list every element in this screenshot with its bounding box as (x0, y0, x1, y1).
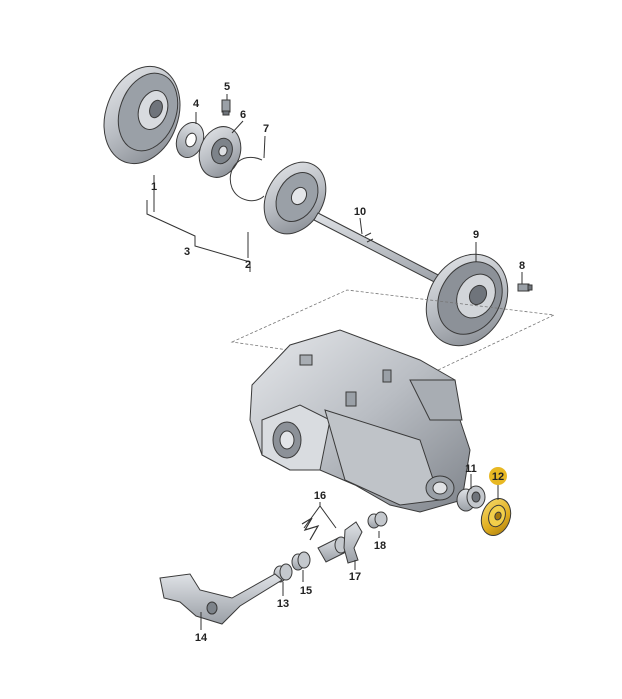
callout-14: 14 (195, 632, 208, 644)
callout-15: 15 (300, 585, 312, 597)
callout-6: 6 (240, 109, 246, 121)
bearing-part-15 (291, 551, 311, 571)
release-fork-part (159, 573, 283, 625)
callout-12: 12 (492, 471, 504, 483)
flywheel-part (263, 161, 327, 235)
gearbox-housing-part (249, 329, 471, 513)
callout-13: 13 (277, 598, 289, 610)
bolt-part-8 (517, 283, 533, 292)
callout-7: 7 (263, 123, 269, 135)
callout-numbers: 1 2 3 4 5 6 7 8 9 10 11 12 13 14 15 16 1… (151, 81, 525, 644)
shaft-part (313, 212, 447, 287)
callout-12-highlight: 12 (489, 467, 507, 485)
callout-1: 1 (151, 181, 157, 193)
pressure-plate-part (103, 65, 181, 165)
callout-2: 2 (245, 259, 251, 271)
bolt-part-5 (221, 99, 231, 116)
callout-17: 17 (349, 571, 361, 583)
circlip-ring-part (229, 156, 265, 202)
callout-8: 8 (519, 260, 525, 272)
sleeve-part (317, 536, 348, 563)
intermediate-plate-part (175, 122, 205, 158)
callout-16: 16 (314, 490, 326, 502)
bushing-part (456, 485, 486, 512)
callout-18: 18 (374, 540, 386, 552)
callout-10: 10 (354, 206, 366, 218)
callout-11: 11 (465, 463, 477, 475)
callout-3: 3 (184, 246, 190, 258)
clutch-disc-part (198, 126, 242, 178)
callout-5: 5 (224, 81, 230, 93)
lever-part (343, 521, 363, 564)
dual-mass-flywheel-part (425, 253, 509, 347)
callout-4: 4 (193, 98, 200, 110)
spring-clip-part (301, 517, 320, 541)
small-bush-part (367, 511, 388, 529)
leader-lines (146, 94, 523, 630)
callout-9: 9 (473, 229, 479, 241)
seal-part-highlighted (480, 498, 512, 536)
